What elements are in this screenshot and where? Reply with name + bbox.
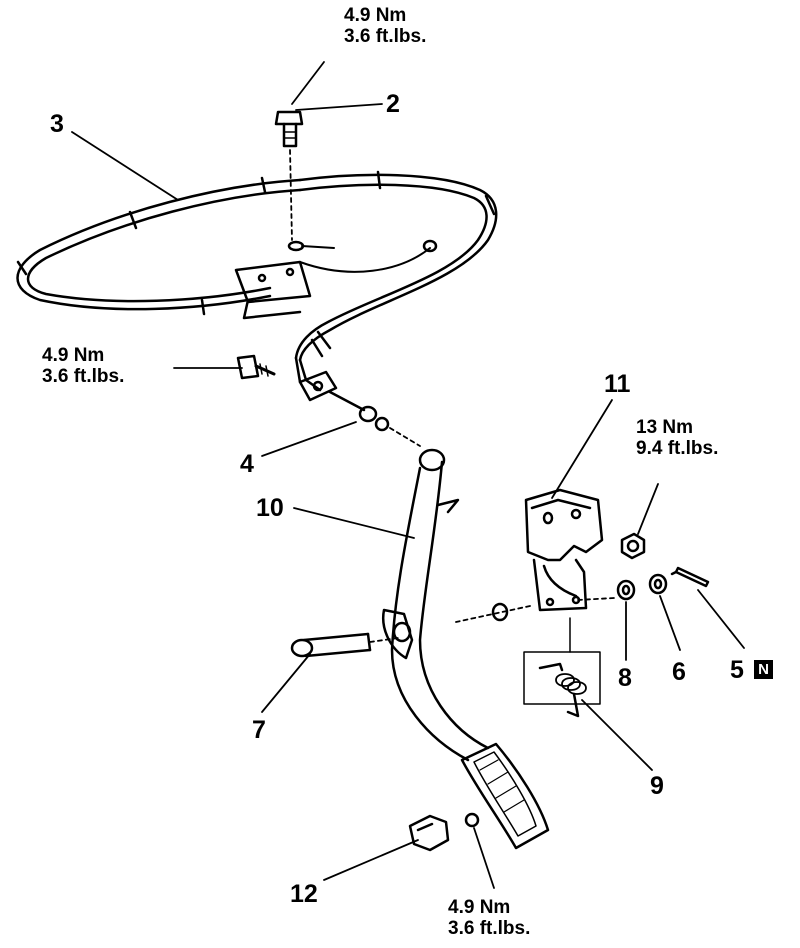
bushing: [491, 602, 509, 622]
callout-6: 6: [672, 658, 686, 686]
accelerator-cable: [16, 170, 498, 362]
accelerator-pedal-arm: [381, 448, 550, 850]
bolt-part-2: [274, 110, 304, 148]
new-part-badge: N: [754, 660, 773, 679]
callout-7: 7: [252, 716, 266, 744]
torque-label-bolt-left: 4.9 Nm 3.6 ft.lbs.: [42, 345, 125, 388]
pivot-shaft-part-7: [290, 632, 399, 658]
nut-top-right: [620, 532, 646, 560]
callout-2: 2: [386, 90, 400, 118]
torque-ftlb: 3.6 ft.lbs.: [344, 25, 427, 47]
torque-ftlb: 3.6 ft.lbs.: [448, 917, 531, 939]
callout-5: 5: [730, 656, 744, 684]
torque-nm: 4.9 Nm: [448, 897, 511, 918]
torque-ftlb: 3.6 ft.lbs.: [42, 365, 125, 387]
callout-4: 4: [240, 450, 254, 478]
callout-12: 12: [290, 880, 318, 908]
torque-label-bolt-top: 4.9 Nm 3.6 ft.lbs.: [344, 5, 427, 48]
torque-nm: 4.9 Nm: [344, 5, 407, 26]
callout-11: 11: [604, 370, 631, 398]
leader-lines: [71, 61, 745, 889]
callout-10: 10: [256, 494, 284, 522]
torque-nm: 4.9 Nm: [42, 345, 105, 366]
bolt-left: [236, 354, 276, 380]
washer-part-6: [648, 573, 668, 595]
pedal-stop-part-12: [408, 812, 480, 852]
torque-ftlb: 9.4 ft.lbs.: [636, 437, 719, 459]
torque-nm: 13 Nm: [636, 417, 694, 438]
callout-8: 8: [618, 664, 632, 692]
torque-label-nut-right: 13 Nm 9.4 ft.lbs.: [636, 417, 719, 460]
torque-label-pedal-stop: 4.9 Nm 3.6 ft.lbs.: [448, 897, 531, 940]
return-spring-part-9: [523, 617, 601, 718]
cotter-pin-part-5: [670, 566, 710, 588]
pedal-bracket-part-11: [455, 488, 615, 623]
cable-end-part-4: [294, 356, 421, 447]
callout-3: 3: [50, 110, 64, 138]
callout-9: 9: [650, 772, 664, 800]
bushing-part-8: [616, 579, 636, 601]
